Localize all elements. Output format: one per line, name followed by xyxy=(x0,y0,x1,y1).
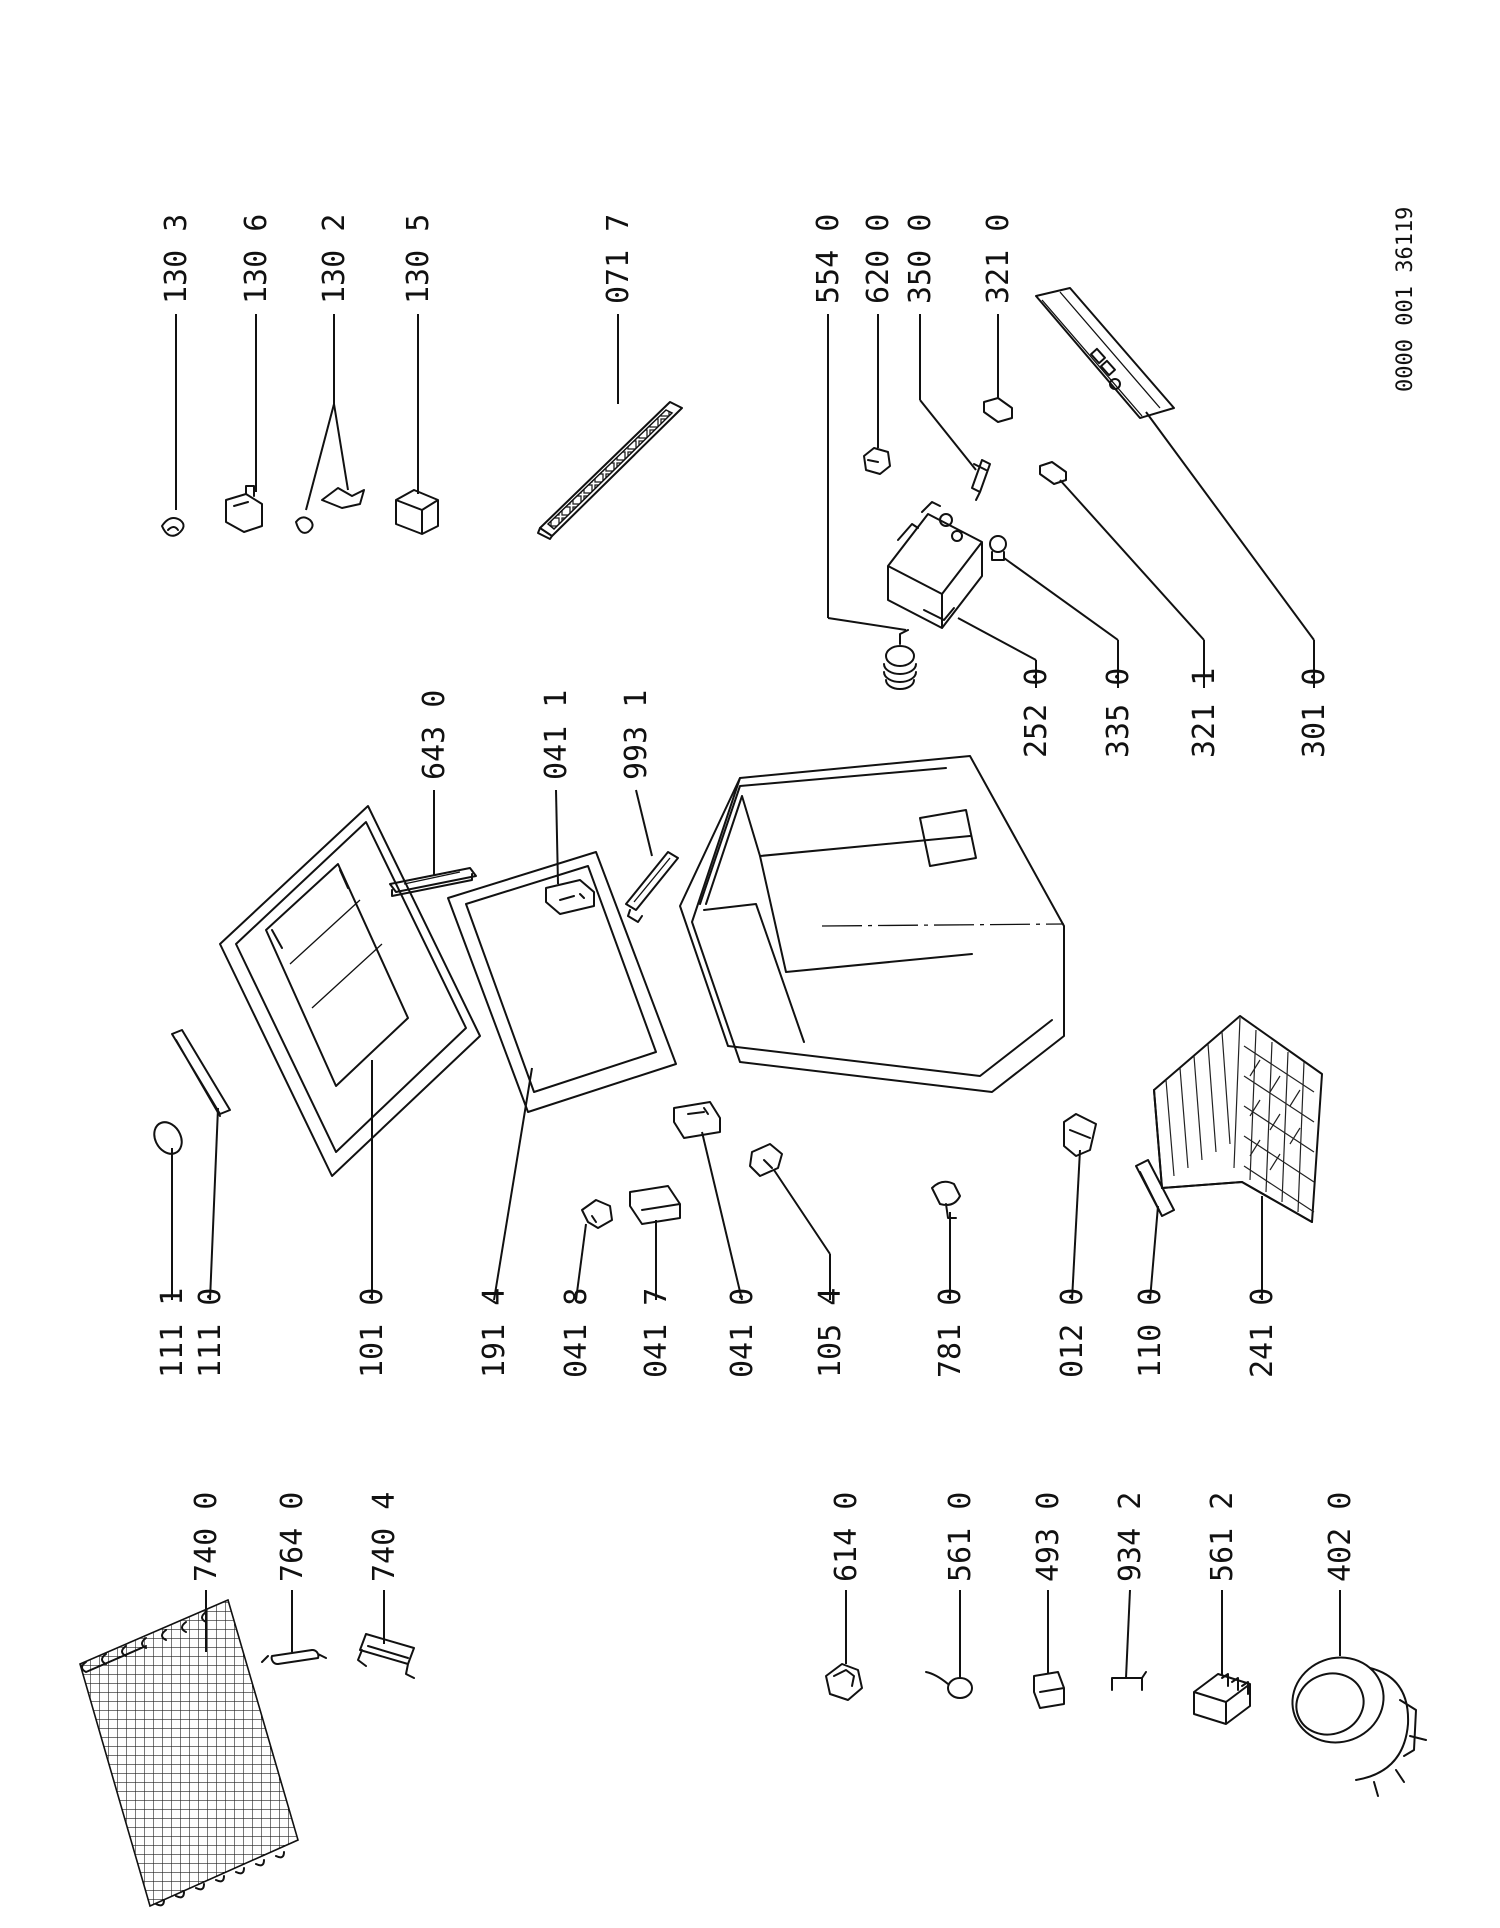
part-321-1: 321 1 xyxy=(1039,461,1222,758)
part-041-7: 041 7 xyxy=(629,1185,681,1378)
part-012-0: 012 0 xyxy=(1055,1113,1097,1378)
part-041-1: 041 1 xyxy=(539,690,595,915)
part-label-041-8: 041 8 xyxy=(559,1288,594,1378)
part-label-241-0: 241 0 xyxy=(1245,1288,1280,1378)
part-label-993-1: 993 1 xyxy=(619,690,654,780)
part-label-620-0: 620 0 xyxy=(861,214,896,304)
part-label-130-6: 130 6 xyxy=(239,214,274,304)
part-label-321-1: 321 1 xyxy=(1187,668,1222,758)
part-label-643-0: 643 0 xyxy=(417,690,452,780)
part-301-0: 301 0 xyxy=(1035,287,1332,758)
part-321-0: 321 0 xyxy=(981,214,1016,423)
part-130-6: 130 6 xyxy=(225,214,274,533)
part-934-2: 934 2 xyxy=(1111,1492,1148,1691)
part-993-1: 993 1 xyxy=(619,690,679,923)
part-label-781-0: 781 0 xyxy=(933,1288,968,1378)
part-764-0: 764 0 xyxy=(261,1492,327,1665)
part-label-493-0: 493 0 xyxy=(1031,1492,1066,1582)
part-241-0: 241 0 xyxy=(1153,1015,1323,1378)
part-label-561-2: 561 2 xyxy=(1205,1492,1240,1582)
part-110-0: 110 0 xyxy=(1133,1159,1175,1378)
drawing-reference-number: 0000 001 36119 xyxy=(1393,207,1418,392)
part-252-0: 252 0 xyxy=(887,501,1054,758)
part-label-111-0: 111 0 xyxy=(193,1288,228,1378)
part-335-0: 335 0 xyxy=(989,535,1136,758)
part-label-130-2: 130 2 xyxy=(317,214,352,304)
part-label-934-2: 934 2 xyxy=(1113,1492,1148,1582)
part-label-191-4: 191 4 xyxy=(477,1288,512,1378)
part-label-012-0: 012 0 xyxy=(1055,1288,1090,1378)
part-620-0: 620 0 xyxy=(861,214,896,475)
part-101-0: 101 0 xyxy=(219,805,481,1378)
part-label-130-3: 130 3 xyxy=(159,214,194,304)
part-label-041-1: 041 1 xyxy=(539,690,574,780)
part-label-554-0: 554 0 xyxy=(811,214,846,304)
part-130-2: 130 2 xyxy=(295,214,365,534)
part-071-7: 071 7 xyxy=(537,214,683,540)
part-label-335-0: 335 0 xyxy=(1101,668,1136,758)
part-label-402-0: 402 0 xyxy=(1323,1492,1358,1582)
part-label-740-4: 740 4 xyxy=(367,1492,402,1582)
part-label-350-0: 350 0 xyxy=(903,214,938,304)
part-554-0: 554 0 xyxy=(811,214,917,690)
part-493-0: 493 0 xyxy=(1031,1492,1066,1709)
part-label-110-0: 110 0 xyxy=(1133,1288,1168,1378)
part-781-0: 781 0 xyxy=(931,1180,968,1378)
part-130-3: 130 3 xyxy=(159,214,194,537)
part-label-740-0: 740 0 xyxy=(189,1492,224,1582)
part-label-105-4: 105 4 xyxy=(813,1288,848,1378)
part-614-0: 614 0 xyxy=(825,1492,864,1701)
part-label-301-0: 301 0 xyxy=(1297,668,1332,758)
part-111-1: 111 1 xyxy=(153,1121,190,1378)
part-643-0: 643 0 xyxy=(389,690,477,897)
part-label-071-7: 071 7 xyxy=(601,214,636,304)
part-041-8: 041 8 xyxy=(559,1199,613,1378)
part-402-0: 402 0 xyxy=(1291,1492,1427,1797)
part-740-0: 740 0 xyxy=(79,1492,299,1908)
part-561-0: 561 0 xyxy=(925,1492,978,1699)
part-111-0: 111 0 xyxy=(171,1029,231,1378)
part-label-252-0: 252 0 xyxy=(1019,668,1054,758)
part-105-4: 105 4 xyxy=(749,1143,848,1378)
part-label-041-0: 041 0 xyxy=(725,1288,760,1378)
part-label-764-0: 764 0 xyxy=(275,1492,310,1582)
part-label-614-0: 614 0 xyxy=(829,1492,864,1582)
part-350-0: 350 0 xyxy=(903,214,991,501)
part-041-0: 041 0 xyxy=(673,1101,760,1378)
part-label-561-0: 561 0 xyxy=(943,1492,978,1582)
part-label-101-0: 101 0 xyxy=(355,1288,390,1378)
part-191-4: 191 4 xyxy=(447,851,677,1378)
part-label-041-7: 041 7 xyxy=(639,1288,674,1378)
part-130-5: 130 5 xyxy=(395,214,439,535)
part-label-130-5: 130 5 xyxy=(401,214,436,304)
freezer-cabinet xyxy=(679,755,1065,1093)
part-561-2: 561 2 xyxy=(1193,1492,1251,1725)
part-label-321-0: 321 0 xyxy=(981,214,1016,304)
part-label-111-1: 111 1 xyxy=(155,1288,190,1378)
part-740-4: 740 4 xyxy=(357,1492,415,1679)
